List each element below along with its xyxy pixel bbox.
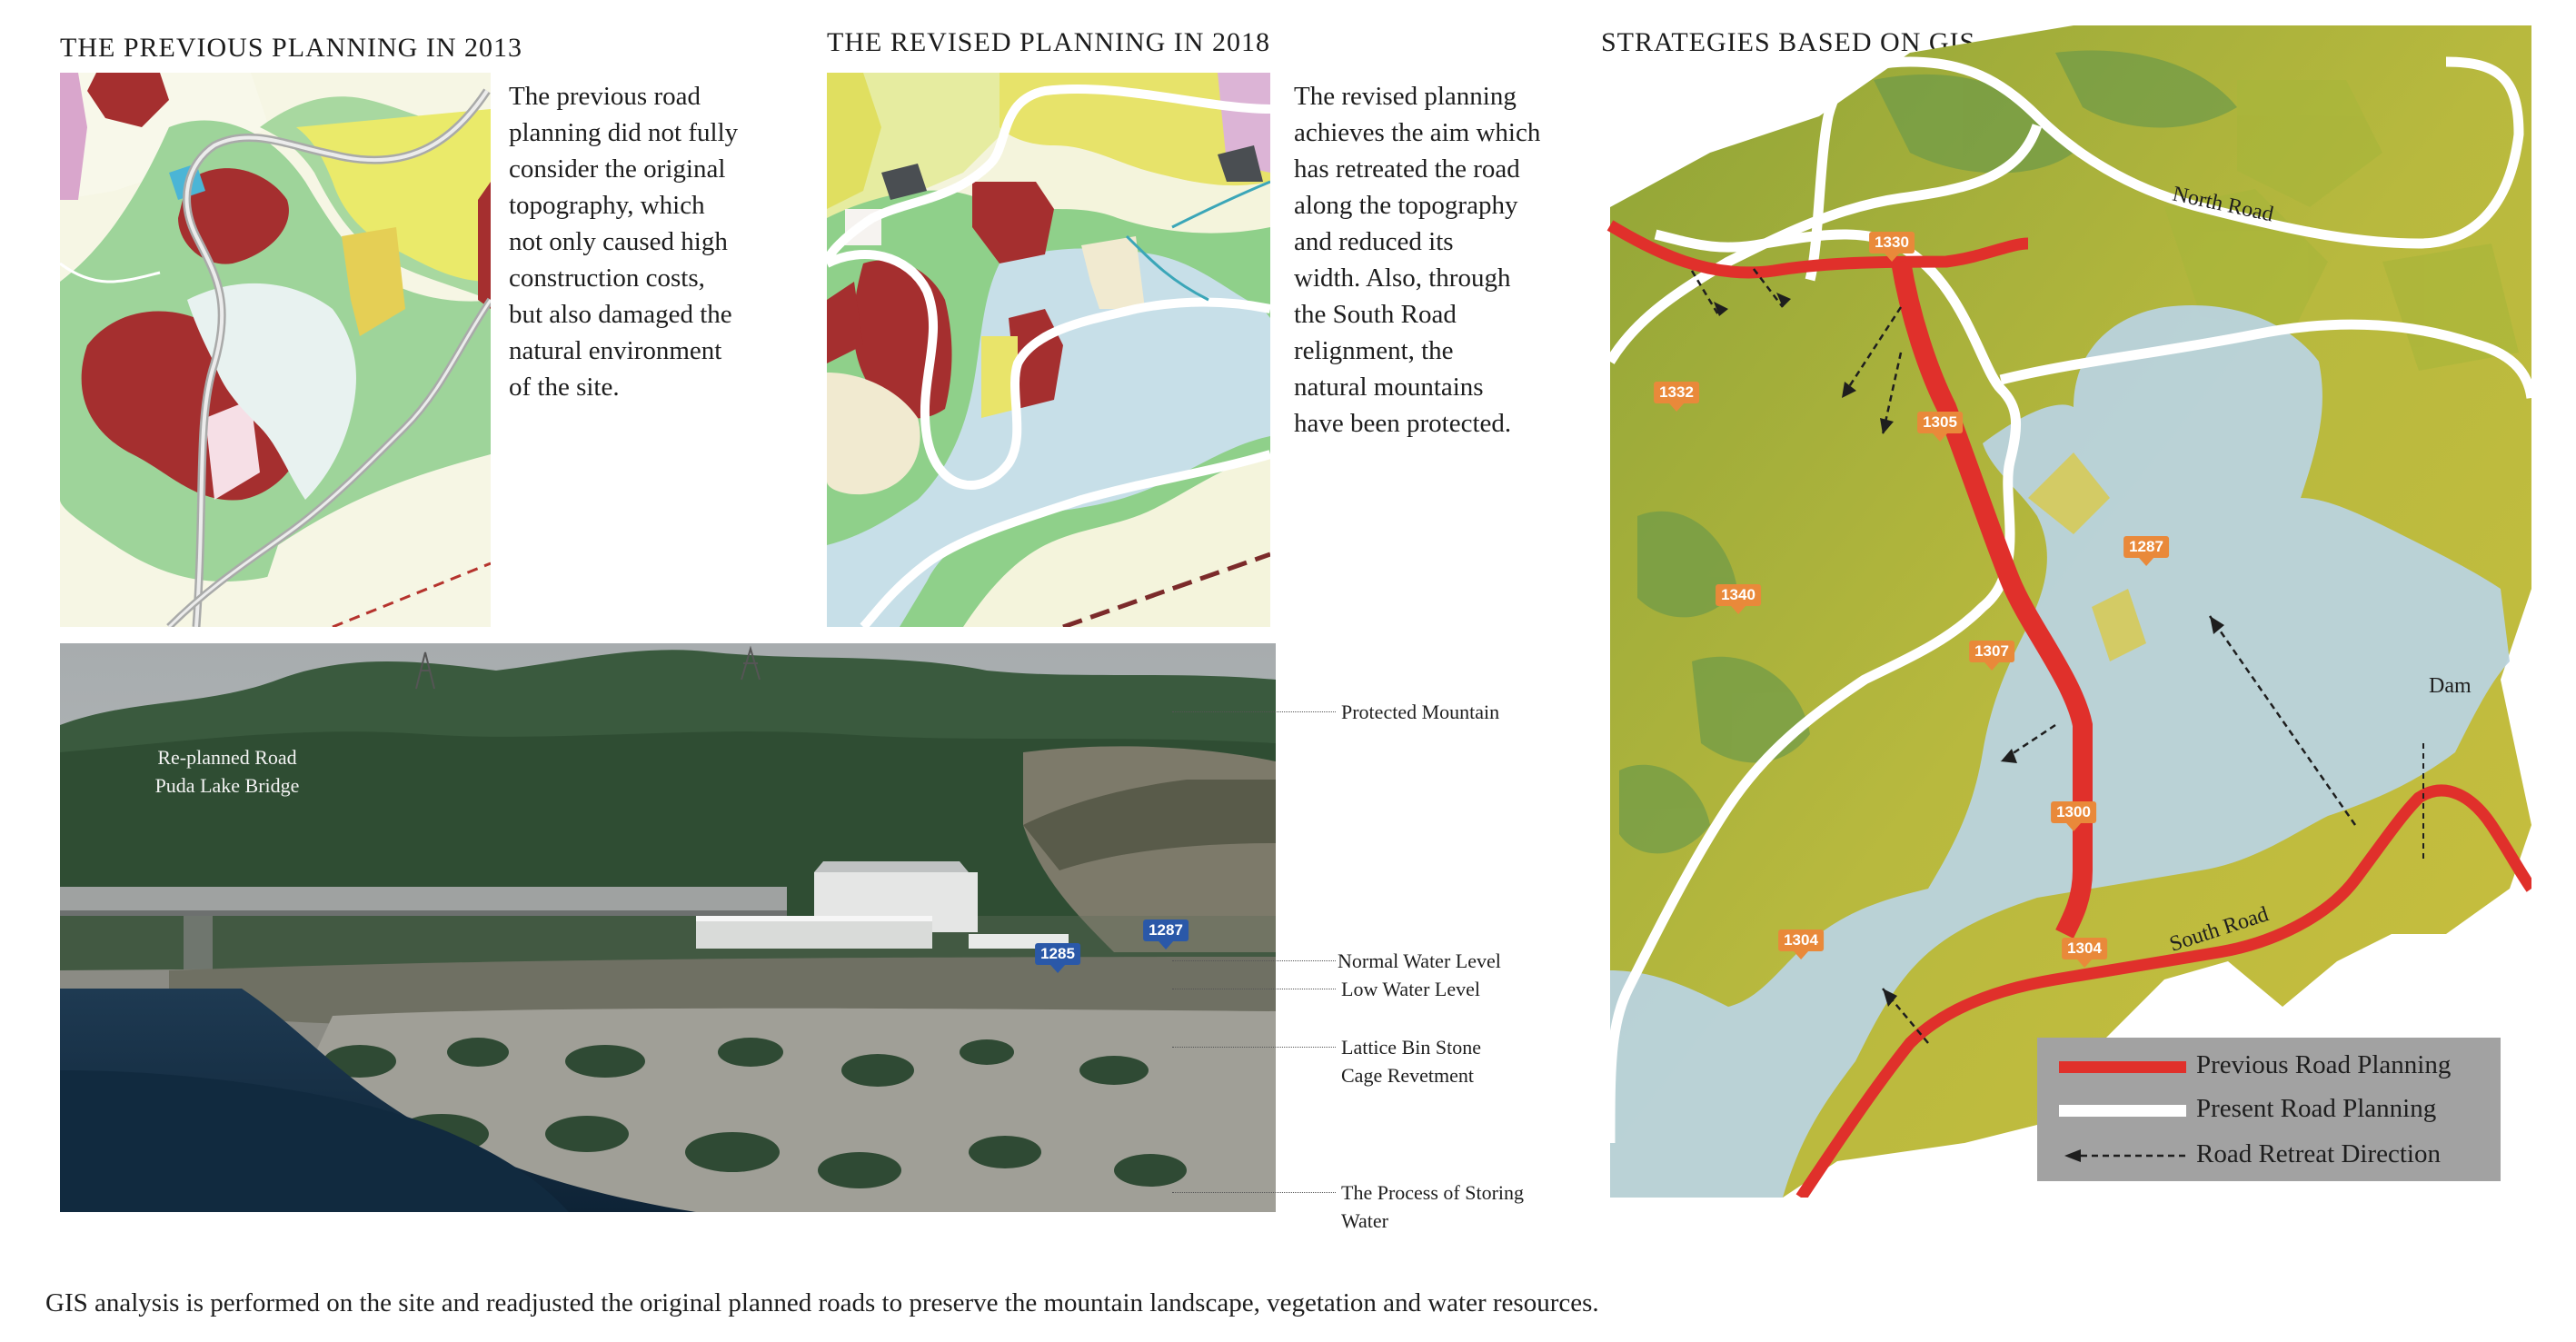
legend-retreat-direction-label: Road Retreat Direction bbox=[2196, 1139, 2441, 1168]
previous-road-swatch bbox=[2059, 1061, 2186, 1073]
gis-strategies-heading: STRATEGIES BASED ON GIS bbox=[1601, 27, 1976, 57]
gis-tag-1287: 1287 bbox=[2123, 536, 2169, 566]
replanned-road-label: Re-planned Road Puda Lake Bridge bbox=[154, 746, 300, 797]
protected-mountain-leader bbox=[1172, 711, 1336, 712]
legend-present-road-label: Present Road Planning bbox=[2196, 1094, 2437, 1123]
gis-terrain-map-art bbox=[1605, 25, 2531, 1198]
legend-previous-road: Previous Road Planning bbox=[2037, 1045, 2501, 1089]
gis-tag-1304-west: 1304 bbox=[1778, 929, 1824, 959]
revised-planning-map-art bbox=[827, 73, 1270, 627]
page-caption: GIS analysis is performed on the site an… bbox=[45, 1288, 1599, 1317]
gis-tag-1332: 1332 bbox=[1654, 382, 1699, 412]
revised-planning-description: The revised planning achieves the aim wh… bbox=[1294, 82, 1541, 438]
storing-water-leader bbox=[1172, 1192, 1336, 1193]
storing-water-label: The Process of Storing Water bbox=[1341, 1181, 1525, 1232]
site-photo bbox=[60, 643, 1276, 1212]
protected-mountain-label: Protected Mountain bbox=[1341, 701, 1500, 723]
gis-tag-1330: 1330 bbox=[1869, 232, 1915, 262]
normal-water-leader bbox=[1172, 960, 1336, 961]
previous-planning-map-art bbox=[60, 73, 491, 627]
dam-label: Dam bbox=[2429, 674, 2472, 698]
gis-tag-1304-south: 1304 bbox=[2062, 938, 2107, 968]
revised-planning-map bbox=[827, 73, 1270, 627]
photo-marker-1287: 1287 bbox=[1143, 920, 1189, 949]
gis-tag-1307: 1307 bbox=[1969, 641, 2014, 671]
present-road-swatch bbox=[2059, 1105, 2186, 1117]
revised-planning-heading: THE REVISED PLANNING IN 2018 bbox=[827, 27, 1270, 57]
revetment-leader bbox=[1172, 1047, 1336, 1048]
previous-planning-map bbox=[60, 73, 491, 627]
gis-tag-1305: 1305 bbox=[1917, 412, 1963, 442]
site-photo-art bbox=[60, 643, 1276, 1212]
legend-present-road: Present Road Planning bbox=[2037, 1089, 2501, 1132]
previous-planning-heading: THE PREVIOUS PLANNING IN 2013 bbox=[60, 33, 522, 63]
road-legend: Previous Road Planning Present Road Plan… bbox=[2037, 1038, 2501, 1181]
gis-terrain-map bbox=[1601, 25, 2531, 1198]
legend-previous-road-label: Previous Road Planning bbox=[2196, 1050, 2452, 1079]
previous-planning-description: The previous road planning did not fully… bbox=[509, 82, 739, 402]
low-water-label: Low Water Level bbox=[1341, 978, 1480, 1000]
photo-marker-1285: 1285 bbox=[1035, 943, 1080, 973]
retreat-arrow-icon bbox=[2064, 1149, 2186, 1162]
revetment-label: Lattice Bin Stone Cage Revetment bbox=[1341, 1036, 1481, 1087]
gis-tag-1340: 1340 bbox=[1716, 584, 1761, 614]
normal-water-label: Normal Water Level bbox=[1338, 949, 1501, 972]
legend-retreat-direction: Road Retreat Direction bbox=[2037, 1134, 2501, 1178]
gis-tag-1300: 1300 bbox=[2051, 801, 2096, 831]
